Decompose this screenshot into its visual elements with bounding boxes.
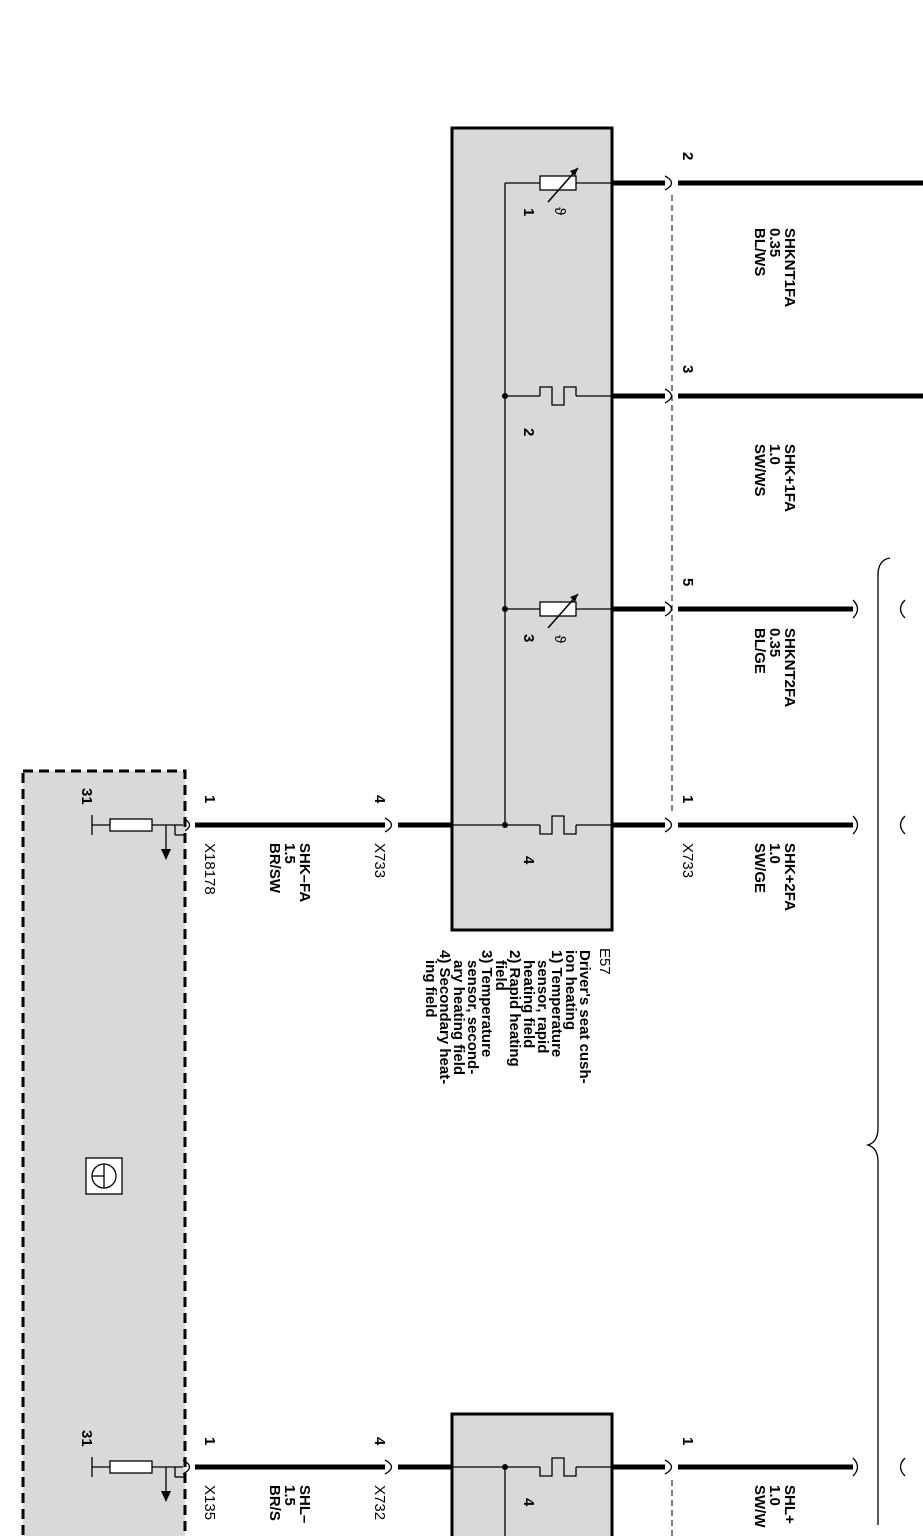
pin-2: 2 [679, 152, 696, 160]
pin-4-x732: 4 [371, 1437, 388, 1446]
component-caption: E57 Driver's seat cush- ion heating 1) T… [422, 948, 613, 1084]
wire-gauge: 1.0 [766, 444, 783, 465]
wire-signal-shknt2fa: SHKNT2FA [781, 628, 798, 707]
wire-signal-shl-plus: SHL+ [781, 1485, 798, 1524]
element-number-4: 4 [520, 856, 537, 865]
connector-x732: X732 [371, 1485, 388, 1520]
pin-1: 1 [679, 1437, 696, 1445]
svg-text:ary heating field: ary heating field [450, 960, 467, 1075]
ground-symbol-icon [85, 1157, 123, 1195]
svg-text:sensor, second-: sensor, second- [464, 960, 481, 1074]
wire-gauge: 0.35 [766, 628, 783, 657]
wire-color: SW/W [751, 1485, 768, 1528]
wire-gauge: 1.0 [766, 843, 783, 864]
svg-text:3) Temperature: 3) Temperature [478, 950, 495, 1057]
svg-text:sensor, rapid: sensor, rapid [534, 960, 551, 1053]
wire-gauge: 0.35 [766, 228, 783, 257]
element-number-3: 3 [520, 634, 537, 642]
connector-x18178: X18178 [201, 843, 218, 895]
element-number-1: 1 [520, 208, 537, 216]
component-box-2 [450, 1412, 614, 1536]
heating-element-icon [539, 386, 577, 406]
ground-module-box [21, 769, 187, 1536]
svg-text:2) Rapid heating: 2) Rapid heating [506, 950, 523, 1067]
wire-gauge: 1.5 [281, 843, 298, 864]
connector-x733: X733 [371, 843, 388, 878]
svg-text:heating field: heating field [520, 960, 537, 1048]
wire-color: SW/WS [751, 444, 768, 497]
brace [865, 557, 891, 1525]
component-id: E57 [596, 948, 613, 975]
wire-color: SW/GE [751, 843, 768, 893]
wire-signal-shk-plus-2fa: SHK+2FA [781, 843, 798, 911]
pin-1: 1 [679, 795, 696, 803]
ground-point-icon [91, 815, 185, 860]
svg-text:field: field [492, 960, 509, 991]
pin-4-x733: 4 [371, 795, 388, 804]
pin-3: 3 [679, 365, 696, 373]
wire-signal-shknt1fa: SHKNT1FA [781, 228, 798, 307]
svg-text:4) Secondary heat-: 4) Secondary heat- [436, 950, 453, 1084]
component-e57-box [450, 126, 614, 932]
thermistor-icon [539, 167, 579, 203]
svg-text:ϑ: ϑ [551, 635, 568, 644]
svg-text:ϑ: ϑ [551, 207, 568, 216]
element-number-2: 2 [520, 428, 537, 436]
wire-color: BR/SW [266, 843, 283, 894]
pin-1-x135: 1 [201, 1437, 218, 1445]
ground-point-icon [91, 1457, 185, 1502]
ground-label-31: 31 [78, 1430, 95, 1447]
connector-x733: X733 [679, 843, 696, 878]
heating-element-icon [539, 1457, 577, 1477]
svg-text:ing field: ing field [422, 960, 439, 1018]
wire-signal-shk-minus-fa: SHK–FA [296, 843, 313, 902]
heating-element-icon [539, 815, 577, 835]
pin-5: 5 [679, 578, 696, 586]
ground-label-31: 31 [78, 788, 95, 805]
svg-text:1) Temperature: 1) Temperature [548, 950, 565, 1057]
svg-text:Driver's seat cush-: Driver's seat cush- [576, 950, 593, 1084]
wire-color: BL/GE [751, 628, 768, 674]
element-number-4: 4 [520, 1498, 537, 1507]
pin-1-x18178: 1 [201, 795, 218, 803]
wire-color: BL/WS [751, 228, 768, 276]
svg-text:ion heating: ion heating [562, 950, 579, 1030]
wire-gauge: 1.5 [281, 1485, 298, 1506]
wire-color: BR/S [266, 1485, 283, 1521]
wire-signal-shk-plus-1fa: SHK+1FA [781, 444, 798, 512]
wire-gauge: 1.0 [766, 1485, 783, 1506]
connector-x135: X135 [201, 1485, 218, 1520]
wire-signal-shl-minus: SHL– [296, 1485, 313, 1523]
